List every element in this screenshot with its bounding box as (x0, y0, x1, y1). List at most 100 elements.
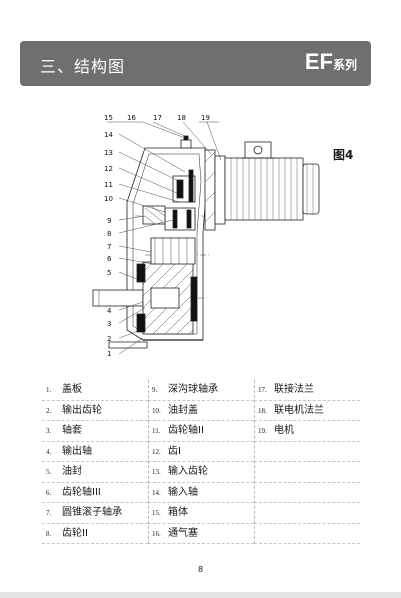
legend-item: 10. 油封盖 (148, 401, 254, 421)
legend-num: 8. (46, 529, 52, 538)
legend-num: 16. (152, 529, 161, 538)
legend-text: 油封盖 (168, 404, 198, 416)
legend-text: 轴套 (62, 425, 82, 436)
callout-7: 7 (107, 243, 111, 251)
legend-num: 9. (152, 386, 158, 394)
legend-text: 联电机法兰 (274, 404, 324, 416)
callout-19: 19 (201, 114, 210, 122)
callout-13: 13 (104, 149, 113, 157)
legend-text: 深沟球轴承 (168, 384, 218, 395)
callout-18: 18 (177, 114, 186, 122)
legend-num: 18. (258, 406, 267, 415)
legend-item: 6. 齿轮轴III (42, 483, 148, 503)
legend-num: 13. (152, 468, 161, 476)
motor (224, 141, 320, 221)
legend-text: 输出齿轮 (62, 404, 102, 416)
gearbox-structure-drawing: 1 2 3 4 5 6 7 8 9 10 11 12 13 14 15 16 1… (92, 114, 320, 358)
connecting-flange (204, 149, 216, 231)
legend-text: 齿I (168, 445, 181, 457)
legend-item: 1. 盖板 (42, 380, 148, 401)
legend-num: 3. (46, 427, 52, 435)
callout-2: 2 (107, 335, 111, 343)
bearing-lower (136, 313, 146, 333)
legend-item: 2. 输出齿轮 (42, 401, 148, 421)
legend-num: 15. (152, 509, 161, 517)
legend-text: 圆锥滚子轴承 (62, 507, 122, 518)
legend-item: 11. 齿轮轴II (148, 421, 254, 442)
bearing-upper (136, 263, 146, 283)
legend-text: 油封 (62, 466, 82, 477)
legend-num: 1. (46, 386, 52, 394)
series-label: EF系列 (305, 49, 357, 75)
legend-item: 4. 输出轴 (42, 442, 148, 462)
callout-4: 4 (107, 307, 112, 315)
page-number: 8 (197, 565, 204, 574)
legend-text: 齿轮II (62, 527, 88, 539)
legend-num: 2. (46, 406, 52, 415)
callout-14: 14 (104, 131, 113, 139)
callout-17: 17 (153, 114, 162, 122)
legend-num: 7. (46, 509, 52, 517)
legend-num: 17. (258, 386, 267, 394)
callout-16: 16 (127, 114, 136, 122)
callout-12: 12 (104, 165, 113, 173)
legend-text: 输入轴 (168, 486, 198, 498)
legend-item: 8. 齿轮II (42, 524, 148, 544)
legend-num: 10. (152, 406, 161, 415)
legend-item (254, 524, 360, 544)
legend-item (254, 503, 360, 524)
legend-num: 14. (152, 488, 161, 497)
legend-item: 7. 圆锥滚子轴承 (42, 503, 148, 524)
callout-15: 15 (104, 114, 113, 122)
legend-text: 盖板 (62, 384, 82, 395)
motor-flange (214, 155, 226, 225)
legend-num: 6. (46, 488, 52, 497)
legend-item: 14. 输入轴 (148, 483, 254, 503)
legend-item: 12. 齿I (148, 442, 254, 462)
legend-text: 齿轮轴III (62, 486, 101, 498)
legend-item: 3. 轴套 (42, 421, 148, 442)
legend-text: 电机 (274, 425, 294, 436)
legend-item: 17. 联接法兰 (254, 380, 360, 401)
legend-text: 通气塞 (168, 527, 198, 539)
legend-column: 1. 盖板 2. 输出齿轮 3. 轴套 4. 输出轴 5. 油封 6. 齿轮轴III 7. 圆… (42, 380, 149, 544)
series-prefix: EF (304, 49, 333, 74)
legend-text: 联接法兰 (274, 384, 314, 395)
figure-label: 图4 (333, 148, 354, 162)
legend-item (254, 483, 360, 503)
legend-text: 箱体 (168, 507, 188, 518)
legend-item: 16. 通气塞 (148, 524, 254, 544)
legend-item: 9. 深沟球轴承 (148, 380, 254, 401)
callout-9: 9 (107, 217, 111, 225)
callout-3: 3 (107, 320, 111, 328)
callout-1: 1 (107, 350, 111, 358)
legend-item: 5. 油封 (42, 462, 148, 483)
callout-11: 11 (104, 181, 113, 189)
legend-item (254, 462, 360, 483)
callout-8: 8 (107, 230, 111, 238)
legend-text: 输出轴 (62, 445, 92, 457)
legend-num: 12. (152, 447, 161, 456)
callout-6: 6 (107, 255, 112, 263)
legend-text: 齿轮轴II (168, 425, 204, 436)
legend-num: 5. (46, 468, 52, 476)
legend-num: 19. (258, 427, 267, 435)
legend-num: 4. (46, 447, 52, 456)
section-header: 三、结构图 EF系列 (20, 41, 371, 86)
legend-num: 11. (152, 427, 161, 435)
legend-item: 18. 联电机法兰 (254, 401, 360, 421)
series-suffix: 系列 (332, 58, 357, 72)
footer-divider (0, 592, 401, 598)
legend-item: 15. 箱体 (148, 503, 254, 524)
legend-item: 19. 电机 (254, 421, 360, 442)
legend-column: 17. 联接法兰 18. 联电机法兰 19. 电机 (254, 380, 360, 544)
callout-10: 10 (104, 195, 113, 203)
legend-item (254, 442, 360, 462)
section-title: 三、结构图 (40, 57, 126, 76)
legend-column: 9. 深沟球轴承 10. 油封盖 11. 齿轮轴II 12. 齿I 13. 输入齿轮 14… (148, 380, 255, 544)
output-shaft (92, 289, 144, 307)
callout-5: 5 (107, 269, 111, 277)
breather-plug (180, 139, 192, 149)
legend-item: 13. 输入齿轮 (148, 462, 254, 483)
legend-text: 输入齿轮 (168, 466, 208, 477)
